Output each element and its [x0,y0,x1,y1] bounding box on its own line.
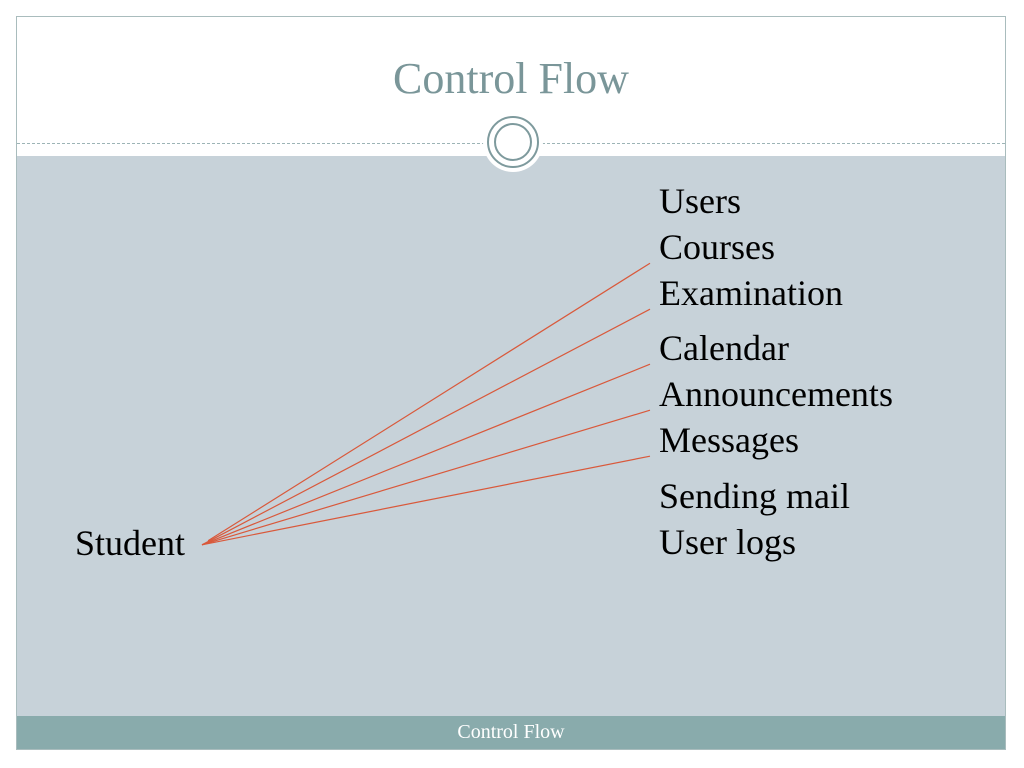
slide: Control Flow Student Users Courses Exami… [16,16,1006,750]
connector-lines [201,262,651,546]
diagram-source-student: Student [75,523,186,563]
diagram-target-users: Users [659,181,741,221]
slide-title: Control Flow [393,54,629,103]
connector-line-courses [207,262,651,542]
diagram-target-courses: Courses [659,227,775,267]
ornament-outer-ring [487,116,539,168]
connector-line-messages [201,455,651,546]
diagram-target-calendar: Calendar [659,328,789,368]
diagram-target-examination: Examination [659,273,843,313]
circle-ornament-icon [483,112,543,172]
ornament-inner-ring [494,123,532,161]
content-area [17,156,1005,716]
footer-label: Control Flow [457,721,565,743]
slide-footer: Control Flow [17,716,1005,749]
connector-line-examination [201,308,651,546]
diagram-target-sending-mail: Sending mail [659,476,850,516]
diagram-target-messages: Messages [659,420,799,460]
diagram-target-announcements: Announcements [659,374,893,414]
diagram-target-user-logs: User logs [659,522,796,562]
connector-line-calendar [201,363,651,546]
connector-line-announcements [201,409,651,546]
connector-diagram [201,262,651,546]
